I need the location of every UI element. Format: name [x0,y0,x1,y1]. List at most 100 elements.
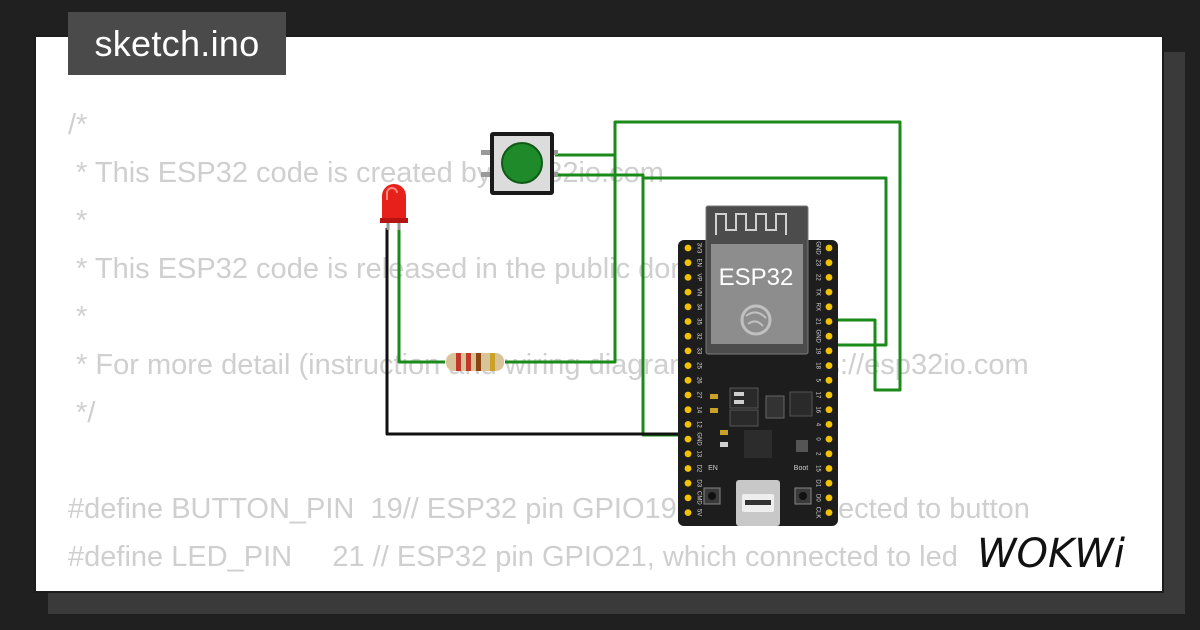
board-pin-label: D1 [814,479,820,487]
board-pin[interactable] [684,479,692,487]
esp32-board[interactable]: ESP32 3V3ENVPVN343532332526271412GND13D2… [678,205,838,526]
en-label: EN [708,465,718,472]
board-pin[interactable] [684,362,692,369]
board-pin[interactable] [684,509,692,516]
board-pin-label: 2 [814,452,820,456]
board-pin[interactable] [684,244,692,252]
board-pin[interactable] [825,435,833,443]
board-pin[interactable] [684,332,692,340]
board-pin-label: D2 [695,465,701,473]
board-pin[interactable] [684,318,692,325]
board-pin[interactable] [684,303,692,311]
simulator-panel: /* * This ESP32 code is created by esp32… [34,35,1164,593]
board-pin-label: 3V3 [695,243,701,254]
board-pin-label: 12 [695,421,701,428]
board-pin-label: GND [695,432,701,446]
wire-led-ground [385,228,690,436]
board-pin-label: 26 [695,377,701,384]
board-pin[interactable] [684,421,692,428]
board-pin-label: TX [814,288,820,296]
board-pin[interactable] [825,421,833,428]
board-pin-label: 17 [814,392,820,399]
board-pin[interactable] [684,376,692,384]
code-line: /* [68,109,88,141]
wire-board-pin21 [643,176,888,347]
board-pin-label: 5V [695,509,701,516]
board-pin-label: GND [814,330,820,344]
board-pin-label: VP [695,273,701,281]
board-pin-label: 0 [814,437,820,441]
pushbutton[interactable] [481,132,558,195]
board-pin[interactable] [684,465,692,472]
board-pin[interactable] [825,479,833,487]
board-pin[interactable] [684,435,692,443]
board-pin-label: D0 [814,494,820,502]
board-pin[interactable] [825,494,833,502]
code-line: * [68,301,88,333]
board-pin[interactable] [825,406,833,414]
board-pin-label: GND [814,241,820,255]
board-pin[interactable] [825,332,833,340]
board-pin-label: 23 [814,259,820,266]
board-pin-label: RX [814,303,820,311]
board-pin[interactable] [684,494,692,502]
board-pin[interactable] [684,450,692,458]
board-pin-label: 27 [695,392,701,399]
board-pin-label: 5 [814,379,820,383]
board-pin[interactable] [825,376,833,384]
board-pin[interactable] [684,406,692,414]
board-pin-label: CMD [695,491,701,505]
board-pin[interactable] [825,244,833,252]
board-pin-label: 33 [695,348,701,355]
board-pin-label: CLK [814,507,820,519]
board-pin-label: 4 [814,423,820,427]
code-line: */ [68,397,96,429]
wire-button-to-board [555,120,902,392]
wokwi-logo-text: WOKWi [977,531,1125,575]
wire-resistor-to-board [505,155,617,364]
board-pin[interactable] [825,318,833,325]
board-pin[interactable] [684,347,692,355]
board-pin[interactable] [825,362,833,369]
wire-led-to-resistor [397,228,445,364]
board-pin-label: 15 [814,465,820,472]
board-pin[interactable] [825,391,833,399]
board-pin[interactable] [684,391,692,399]
board-pin[interactable] [684,288,692,296]
board-pin-label: 13 [695,450,701,457]
board-pin[interactable] [825,288,833,296]
chip-label: ESP32 [719,264,794,291]
code-line: #define LED_PIN 21 // ESP32 pin GPIO21, … [68,541,958,573]
board-pin-label: 35 [695,318,701,325]
espressif-logo-icon [740,304,772,336]
wire-board-to-button [555,173,690,437]
board-pin-label: 14 [695,406,701,413]
left-pin-header: 3V3ENVPVN343532332526271412GND13D2D3CMD5… [684,243,701,516]
code-line: * This ESP32 code is released in the pub… [68,253,734,285]
board-pin[interactable] [825,347,833,355]
board-pin[interactable] [825,450,833,458]
board-pin[interactable] [684,259,692,267]
board-pin[interactable] [825,274,833,281]
resistor [446,353,504,371]
board-pin-label: 21 [814,318,820,325]
board-pin-label: VN [695,288,701,296]
board-pin-label: 32 [695,333,701,340]
red-led[interactable] [380,184,408,230]
board-pin-label: 18 [814,362,820,369]
board-pin-label: 16 [814,406,820,413]
board-pin[interactable] [825,303,833,311]
board-pin-label: 19 [814,348,820,355]
boot-label: Boot [794,465,808,472]
board-pin[interactable] [825,509,833,516]
board-pin[interactable] [825,259,833,267]
sketch-title-badge: sketch.ino [68,12,286,75]
board-pin-label: 25 [695,362,701,369]
board-pin-label: EN [695,259,701,267]
board-pin-label: 22 [814,274,820,281]
wokwi-logo: WOKWi [977,531,1125,575]
board-pin[interactable] [825,465,833,472]
board-pin[interactable] [684,274,692,281]
